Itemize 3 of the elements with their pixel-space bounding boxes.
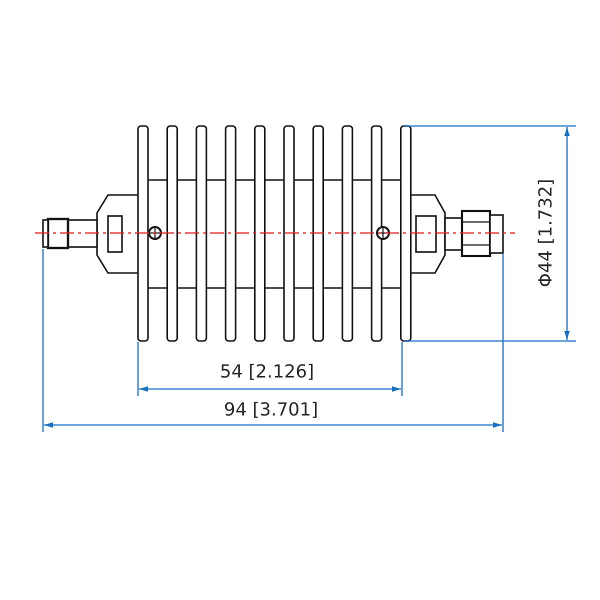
dimension-label: Φ44 [1.732] <box>536 178 556 288</box>
dimension-label: 54 [2.126] <box>220 362 314 382</box>
dimension-label: 94 [3.701] <box>224 400 318 420</box>
